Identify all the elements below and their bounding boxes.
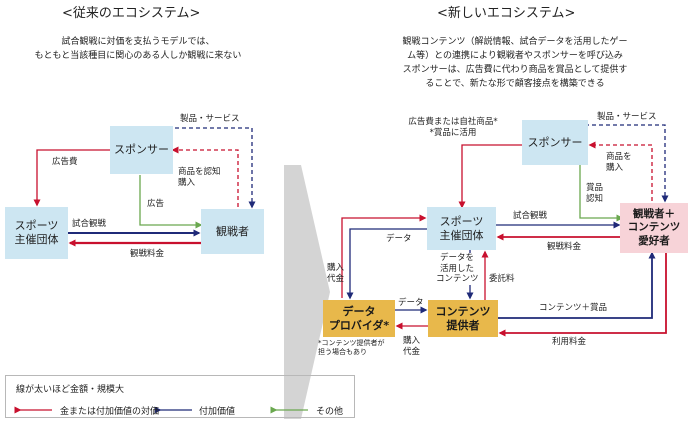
old-label-products-services: 製品・サービス (180, 114, 240, 124)
old-sponsor-label: スポンサー (114, 143, 169, 157)
new-label-data-small: データ (398, 298, 424, 308)
new-desc-2: ム等）との連携により観戦者やスポンサーを呼び込み (407, 51, 623, 61)
old-sports-org-label: スポーツ主催団体 (14, 219, 59, 246)
legend-other-label: その他 (316, 407, 344, 417)
old-viewer-node: 観戦者 (201, 209, 264, 254)
new-label-purchase-fee-left: 購入代金 (327, 263, 345, 284)
legend-value-label: 付加価値 (199, 407, 236, 417)
old-title: <従来のエコシステム> (62, 6, 201, 21)
transition-arrow (284, 165, 330, 419)
old-recognize-buy-arrow (171, 146, 239, 207)
new-label-match-viewing: 試合観戦 (513, 211, 548, 221)
content-provider-node: コンテンツ提供者 (428, 300, 498, 337)
new-label-purchase-fee-bottom: 購入代金 (403, 336, 421, 357)
old-ad-arrow (139, 175, 203, 229)
old-sponsor-node: スポンサー (110, 126, 173, 174)
old-desc-2: もともと当該種目に関心のある人しか観戦に来ない (34, 51, 242, 61)
old-sports-org-node: スポーツ主催団体 (5, 207, 68, 259)
new-label-prize-recognition: 賞品認知 (586, 183, 604, 204)
legend-money-label: 金または付加価値の対価 (60, 407, 160, 417)
new-viewer-label: 観戦者＋コンテンツ愛好者 (627, 208, 681, 247)
new-label-ad-or-own-products: 広告費または自社商品**賞品に活用 (408, 117, 498, 138)
new-sports-org-node: スポーツ主催団体 (427, 207, 496, 250)
data-provider-label: データプロバイダ* (328, 304, 390, 332)
new-label-content-plus-prize: コンテンツ＋賞品 (539, 303, 608, 313)
new-desc-1: 観戦コンテンツ（解説情報、試合データを活用したゲー (402, 37, 628, 47)
provider-note: *コンテンツ提供者が担う場合もあり (318, 339, 385, 357)
new-products-arrow (585, 124, 669, 203)
new-sponsor-label: スポンサー (527, 135, 583, 149)
new-label-viewing-fee: 観戦料金 (547, 242, 582, 252)
new-sponsor-node: スポンサー (522, 120, 588, 165)
old-label-viewing-fee: 観戦料金 (130, 249, 165, 259)
old-ad-fee-arrow (33, 149, 110, 207)
new-desc-4: ることで、新たな形で顧客接点を構築できる (425, 79, 605, 89)
old-products-arrow (175, 127, 256, 209)
old-label-recognize-buy: 商品を認知購入 (178, 167, 221, 188)
new-content-prize-arrow (498, 251, 656, 319)
new-recognize-buy-arrow (588, 141, 653, 201)
old-label-ad: 広告 (147, 199, 165, 209)
new-desc-3: スポンサーは、広告費に代わり商品を賞品として提供す (402, 65, 628, 75)
old-label-match-viewing: 試合観戦 (72, 219, 107, 229)
new-title: <新しいエコシステム> (437, 6, 576, 21)
content-provider-label: コンテンツ提供者 (435, 304, 491, 332)
new-ad-or-products-arrow (458, 144, 522, 209)
new-viewer-node: 観戦者＋コンテンツ愛好者 (620, 203, 688, 253)
new-label-products-services: 製品・サービス (597, 112, 657, 122)
new-label-usage-fee: 利用料金 (552, 337, 587, 347)
old-label-ad-fee: 広告費 (52, 157, 78, 167)
new-sports-org-label: スポーツ主催団体 (439, 214, 484, 242)
old-desc-1: 試合観戦に対価を支払うモデルでは、 (61, 37, 215, 47)
new-purchase-fee-left-arrow (341, 214, 427, 298)
legend: 線が太いほど金額・規模大 金または付加価値の対価 付加価値 その他 (5, 375, 355, 418)
new-label-recognize-buy: 商品を購入 (606, 152, 632, 173)
new-label-content-using-data: データを活用したコンテンツ (436, 253, 479, 285)
new-label-consignment-fee: 委託料 (489, 274, 515, 284)
legend-thickness-note: 線が太いほど金額・規模大 (16, 385, 125, 395)
new-prize-recognition-arrow (579, 165, 624, 222)
data-provider-node: データプロバイダ* (323, 300, 395, 337)
new-label-data: データ (386, 234, 412, 244)
new-data-to-provider-arrow (346, 228, 427, 300)
old-viewer-label: 観戦者 (216, 224, 249, 238)
new-usage-fee-arrow (498, 253, 667, 337)
